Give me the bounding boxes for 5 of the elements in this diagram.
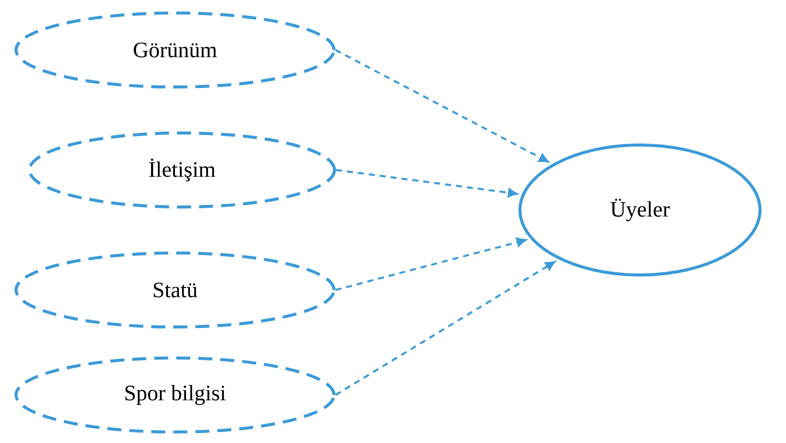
arrow (335, 49, 549, 162)
arrow (334, 261, 556, 396)
arrow (336, 169, 518, 198)
ellipse-node: Üyeler (518, 143, 762, 276)
arrow (335, 238, 526, 291)
